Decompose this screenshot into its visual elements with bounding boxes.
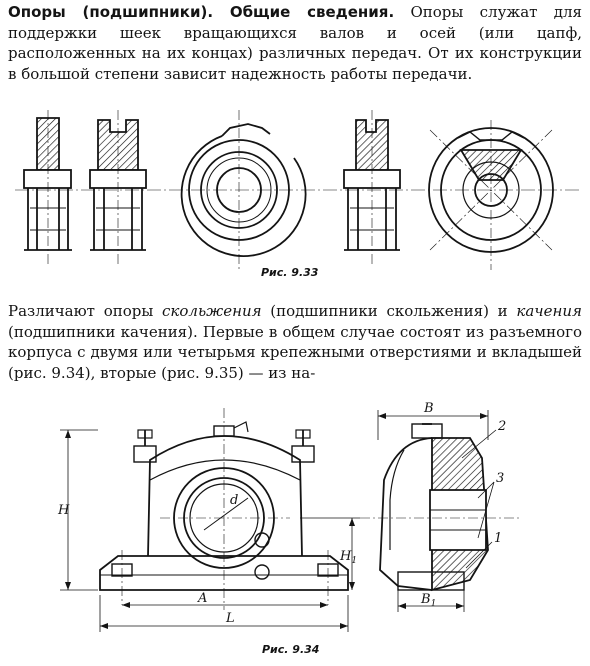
bearing-side-view-1 [23,110,72,265]
dim-B1-label: B1 [420,592,436,609]
figure-9-34: H H1 d A L B B1 2 3 1 [57,401,520,632]
dim-H1-label: H1 [339,549,357,566]
part-1-label: 1 [494,531,502,546]
dim-B-label: B [423,401,434,416]
intro-text: Опоры служат для поддержки шеек вращающи… [8,3,582,83]
intro-paragraph: Опоры (подшипники). Общие сведения. Опор… [8,2,582,84]
dim-L-label: L [225,611,235,626]
term-sliding: скольжения [162,302,262,320]
types-text-1: Различают опоры [8,302,163,320]
plummer-block-front-view [60,408,360,632]
part-3-label: 3 [496,471,504,486]
term-rolling: качения [516,302,582,320]
figure-9-34-caption: Рис. 9.34 [262,643,320,656]
dim-H-label: H [57,503,70,518]
part-2-label: 2 [497,419,506,434]
types-paragraph: Различают опоры скольжения (подшипники с… [8,301,582,383]
dim-d-label: d [230,493,238,508]
bearing-side-view-3 [343,110,401,265]
bearing-front-view-1 [180,110,307,270]
bearing-front-view-2 [428,120,554,270]
dim-A-label: A [197,591,207,606]
bearing-side-view-2 [89,110,147,265]
figure-9-33-caption: Рис. 9.33 [261,266,319,279]
figure-9-33 [15,110,580,270]
types-text-2: (подшипники скольжения) и [261,302,517,320]
plummer-block-side-view [360,410,520,612]
section-heading: Опоры (подшипники). Общие сведения. [8,3,395,21]
types-text-3: (подшипники качения). Первые в общем слу… [8,322,582,382]
